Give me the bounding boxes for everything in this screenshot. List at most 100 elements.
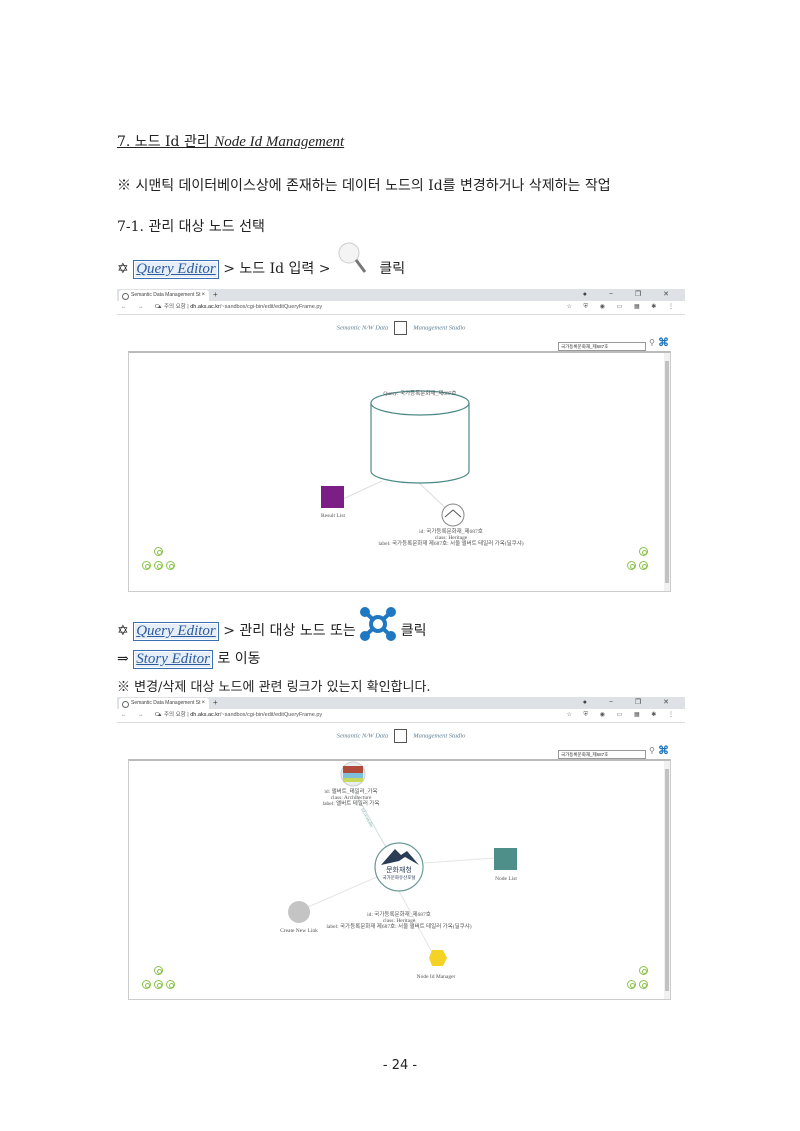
page-number: - 24 - bbox=[382, 1058, 418, 1073]
zoom-fit-icon[interactable] bbox=[639, 547, 648, 556]
zoom-out-icon[interactable] bbox=[627, 561, 636, 570]
create-new-link-node[interactable] bbox=[288, 901, 310, 923]
query-editor-button[interactable]: Query Editor bbox=[133, 622, 219, 641]
logo-bottom-text: 국가문화유산포털 bbox=[382, 874, 415, 881]
edge bbox=[398, 890, 435, 957]
magnifier-icon bbox=[335, 242, 375, 279]
pan-down-icon[interactable] bbox=[154, 980, 163, 989]
query-editor-button[interactable]: Query Editor bbox=[133, 260, 219, 279]
result-list-node[interactable] bbox=[321, 486, 344, 508]
pan-up-icon[interactable] bbox=[154, 966, 163, 975]
graph-canvas[interactable]: Query: 국가등록문화재_제687호 Result List id: 국가등… bbox=[128, 351, 671, 592]
section-note: ※ 시맨틱 데이터베이스상에 존재하는 데이터 노드의 Id를 변경하거나 삭제… bbox=[117, 178, 611, 194]
node-list-node[interactable] bbox=[494, 848, 517, 870]
create-new-link-label: Create New Link bbox=[280, 928, 318, 934]
arch-class-text: class: Architecture bbox=[331, 795, 372, 801]
arch-label-text: label: 앨버트 테일러 가옥 bbox=[323, 799, 380, 807]
globe-icon bbox=[122, 701, 129, 708]
architecture-node[interactable] bbox=[340, 761, 366, 787]
edge-label: isLocatedIn bbox=[360, 807, 375, 829]
zoom-in-icon[interactable] bbox=[639, 980, 648, 989]
step2-click-text: 클릭 bbox=[400, 623, 427, 639]
query-cylinder[interactable] bbox=[370, 390, 470, 484]
globe-icon bbox=[122, 293, 129, 300]
heritage-center-node[interactable] bbox=[374, 842, 424, 892]
node-list-label: Node List bbox=[495, 876, 517, 882]
pan-left-icon[interactable] bbox=[142, 561, 151, 570]
node-search-input[interactable]: 국가등록문화재_제687호 bbox=[558, 342, 646, 351]
node-search-input[interactable]: 국가등록문화재_제687호 bbox=[558, 750, 646, 759]
heritage-node[interactable] bbox=[441, 503, 465, 527]
scrollbar[interactable] bbox=[664, 761, 670, 999]
browser-screenshot-story: Semantic Data Management St× + ● − ❐ ✕ ←… bbox=[117, 697, 685, 1000]
query-label: Query: 국가등록문화재_제687호 bbox=[383, 389, 456, 397]
browser-screenshot-query: Semantic Data Management St× + ● − ❐ ✕ ←… bbox=[117, 289, 685, 592]
new-tab-button[interactable]: + bbox=[213, 698, 218, 707]
step1-text: > 노드 Id 입력 > bbox=[223, 261, 331, 277]
step1-click-text: 클릭 bbox=[379, 261, 406, 277]
pan-down-icon[interactable] bbox=[154, 561, 163, 570]
step3-line: ⇒ Story Editor 로 이동 bbox=[117, 648, 260, 669]
pan-right-icon[interactable] bbox=[166, 561, 175, 570]
zoom-in-icon[interactable] bbox=[639, 561, 648, 570]
browser-tab[interactable]: Semantic Data Management St× bbox=[119, 698, 209, 709]
pan-up-icon[interactable] bbox=[154, 547, 163, 556]
address-bar[interactable]: ← → C ▲ 주의 요함 | dh.aks.ac.kr/~sandbox/cg… bbox=[117, 301, 685, 315]
node-class-text: class: Heritage bbox=[435, 535, 468, 541]
nav-buttons[interactable]: ← → C bbox=[121, 304, 165, 310]
tab-bar: Semantic Data Management St× + ● − ❐ ✕ bbox=[117, 697, 685, 709]
section-title: 7. 노드 Id 관리 Node Id Management bbox=[117, 134, 345, 150]
arch-id-text: id: 앨버트_테일러_가옥 bbox=[324, 787, 377, 795]
star-bullet-icon: ✡ bbox=[117, 261, 129, 277]
graph-network-icon bbox=[360, 607, 397, 641]
edge bbox=[352, 788, 392, 857]
edge bbox=[298, 875, 380, 912]
node-id-text: id: 국가등록문화재_제687호 bbox=[419, 527, 483, 535]
browser-tab[interactable]: Semantic Data Management St× bbox=[119, 290, 209, 301]
node-label-text: label: 국가등록문화재 제687호: 서울 앨버트 테일러 가옥(딜쿠샤) bbox=[326, 922, 471, 930]
address-bar[interactable]: ← → C ▲ 주의 요함 | dh.aks.ac.kr/~sandbox/cg… bbox=[117, 709, 685, 723]
node-label-text: label: 국가등록문화재 제687호: 서울 앨버트 테일러 가옥(딜쿠샤) bbox=[378, 539, 523, 547]
url-text: ▲ 주의 요함 | dh.aks.ac.kr/~sandbox/cgi-bin/… bbox=[157, 304, 323, 310]
new-tab-button[interactable]: + bbox=[213, 290, 218, 299]
step1-line: ✡ Query Editor > 노드 Id 입력 > 클릭 bbox=[117, 242, 406, 279]
node-id-manager-label: Node Id Manager bbox=[417, 974, 456, 980]
nav-buttons[interactable]: ← → C bbox=[121, 712, 165, 718]
close-tab-icon[interactable]: × bbox=[201, 700, 205, 706]
scrollbar[interactable] bbox=[664, 353, 670, 591]
tab-bar: Semantic Data Management St× + ● − ❐ ✕ bbox=[117, 289, 685, 301]
graph-network-icon[interactable]: ⌘ bbox=[658, 337, 669, 349]
search-magnifier-icon[interactable]: ⚲ bbox=[649, 746, 655, 755]
step2-text: > 관리 대상 노드 또는 bbox=[223, 623, 356, 639]
note2: ※ 변경/삭제 대상 노드에 관련 링크가 있는지 확인합니다. bbox=[117, 680, 431, 695]
sub-heading: 7-1. 관리 대상 노드 선택 bbox=[117, 219, 265, 235]
zoom-out-icon[interactable] bbox=[627, 980, 636, 989]
edit-document-icon bbox=[394, 321, 408, 335]
window-controls[interactable]: ● − ❐ ✕ bbox=[582, 699, 679, 706]
graph-canvas[interactable]: isLocatedIn id: 앨버트_테일러_가옥 class: Archit… bbox=[128, 759, 671, 1000]
step3-text: 로 이동 bbox=[217, 651, 261, 667]
node-id-text: id: 국가등록문화재_제687호 bbox=[367, 910, 431, 918]
close-tab-icon[interactable]: × bbox=[201, 292, 205, 298]
pan-left-icon[interactable] bbox=[142, 980, 151, 989]
star-bullet-icon: ✡ bbox=[117, 623, 129, 639]
extension-icons[interactable]: ☆ ⛨ ◉ ▭ ▦ ✱ ⋮ bbox=[566, 304, 679, 310]
pan-right-icon[interactable] bbox=[166, 980, 175, 989]
step2-line: ✡ Query Editor > 관리 대상 노드 또는 클릭 bbox=[117, 607, 427, 641]
graph-network-icon[interactable]: ⌘ bbox=[658, 745, 669, 757]
logo-top-text: 문화재청 bbox=[386, 866, 412, 874]
edit-document-icon bbox=[394, 729, 408, 743]
graph-svg: Query: 국가등록문화재_제687호 Result List id: 국가등… bbox=[321, 389, 524, 547]
right-arrow-icon: ⇒ bbox=[117, 651, 129, 667]
search-magnifier-icon[interactable]: ⚲ bbox=[649, 338, 655, 347]
node-id-manager-node[interactable] bbox=[429, 950, 447, 966]
zoom-fit-icon[interactable] bbox=[639, 966, 648, 975]
edge bbox=[423, 857, 496, 864]
extension-icons[interactable]: ☆ ⛨ ◉ ▭ ▦ ✱ ⋮ bbox=[566, 712, 679, 718]
result-list-label: Result List bbox=[321, 513, 345, 519]
window-controls[interactable]: ● − ❐ ✕ bbox=[582, 291, 679, 298]
story-editor-button[interactable]: Story Editor bbox=[133, 650, 213, 669]
url-text: ▲ 주의 요함 | dh.aks.ac.kr/~sandbox/cgi-bin/… bbox=[157, 712, 323, 718]
